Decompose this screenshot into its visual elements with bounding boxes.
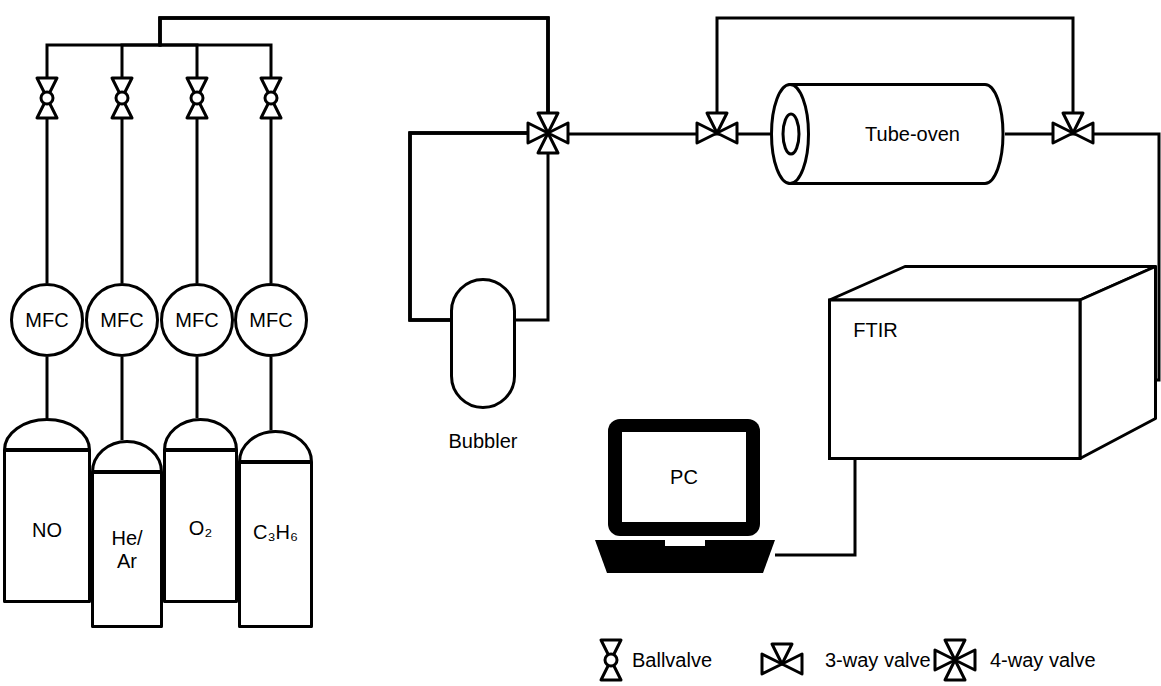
legend-ball-valve-symbol [601, 640, 621, 680]
ftir-side [1080, 267, 1156, 459]
cylinder-band [165, 448, 237, 452]
legend-label: 4-way valve [990, 648, 1096, 672]
gas-cylinder [165, 420, 237, 602]
three-way-valve [1053, 113, 1093, 143]
ball-valve [261, 78, 281, 118]
gas-cylinder [5, 420, 90, 602]
node-box: PC [595, 418, 775, 575]
cylinder-band [5, 448, 90, 452]
pipe-connector [47, 18, 548, 320]
node-box: Bubbler [450, 278, 516, 460]
legend-label: Ballvalve [632, 648, 712, 672]
node-label: C₃H₆ [253, 521, 298, 544]
legend-label: 3-way valve [825, 648, 931, 672]
node-box: FTIR [828, 265, 1157, 460]
node-label: MFC [249, 309, 292, 332]
node-label: MFC [25, 309, 68, 332]
four-way-valve [528, 113, 568, 153]
pipe-connector [160, 18, 548, 320]
node-box: Tube-oven [770, 83, 1005, 185]
node-shape [163, 418, 238, 603]
text-region: MFC [85, 283, 159, 357]
oven-end [772, 85, 809, 184]
pipe-line [160, 18, 548, 320]
node-label: MFC [175, 309, 218, 332]
pipe-line [122, 18, 548, 320]
mfc-circle [162, 285, 233, 356]
mfc-circle [236, 285, 307, 356]
cylinder-band [240, 460, 312, 464]
node-label: FTIR [853, 319, 897, 342]
ftir-front [830, 300, 1081, 459]
text-region: Bubbler [425, 426, 541, 456]
legend-four-way-symbol [935, 640, 975, 680]
pipe-connector [271, 357, 272, 430]
cylinder-band [93, 470, 162, 474]
pipe-line [46, 357, 49, 418]
bubbler-vessel [452, 280, 515, 408]
pipe-connector [122, 18, 548, 320]
pipe-connector [516, 134, 770, 320]
node-box: MFC [85, 283, 159, 357]
three-way-valve [697, 113, 737, 143]
node-label: Tube-oven [865, 123, 960, 146]
pipe-connector [122, 357, 123, 440]
node-box: NO [3, 418, 91, 603]
text-region: MFC [234, 283, 308, 357]
pipe-line [47, 18, 548, 320]
text-region: PC [622, 432, 746, 522]
ball-valve [37, 78, 57, 118]
pipe-line [775, 460, 855, 555]
laptop-notch [665, 540, 705, 546]
pipe-line [196, 357, 199, 418]
pipe-line [160, 18, 548, 320]
node-label: PC [670, 466, 698, 489]
pipe-connector [775, 460, 855, 555]
laptop-base [595, 540, 775, 573]
mfc-circle [87, 285, 158, 356]
text-region: MFC [10, 283, 84, 357]
node-box: MFC [160, 283, 234, 357]
pipe-line [270, 357, 273, 430]
pipe-line [121, 357, 124, 440]
pipe-line [516, 134, 770, 320]
node-box: MFC [10, 283, 84, 357]
text-region: C₃H₆ [238, 470, 313, 595]
node-box: He/ Ar [91, 440, 163, 628]
node-shape [828, 265, 1157, 460]
node-shape [3, 418, 91, 603]
laptop-screen [622, 432, 746, 522]
oven-tube [783, 114, 799, 154]
node-label: MFC [100, 309, 143, 332]
text-region: Tube-oven [825, 83, 1000, 185]
pipe-connector [47, 357, 48, 418]
node-box: C₃H₆ [238, 430, 313, 628]
text-region: MFC [160, 283, 234, 357]
mfc-circle [12, 285, 83, 356]
node-label: O₂ [189, 517, 212, 540]
node-shape [595, 418, 775, 575]
ball-valve [187, 78, 207, 118]
laptop-screen-frame [608, 419, 760, 536]
text-region: NO [3, 458, 91, 603]
text-region: O₂ [163, 458, 238, 598]
node-label: NO [32, 519, 62, 542]
ball-valve [112, 78, 132, 118]
node-box: O₂ [163, 418, 238, 603]
legend-three-way-symbol [762, 644, 802, 674]
oven-body [790, 85, 1003, 184]
text-region: FTIR [828, 300, 923, 360]
pipe-connector [197, 357, 198, 418]
node-label: Bubbler [449, 430, 518, 453]
node-box: MFC [234, 283, 308, 357]
text-region: He/ Ar [91, 480, 163, 620]
gas-cylinder [93, 442, 162, 627]
gas-cylinder [240, 432, 312, 627]
node-label: He/ Ar [107, 527, 147, 573]
pipe-connector [160, 18, 548, 320]
